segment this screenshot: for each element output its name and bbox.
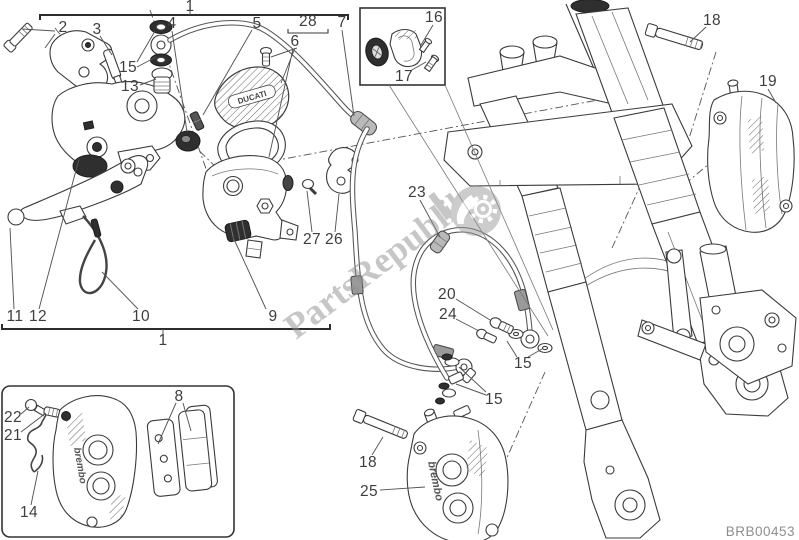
part-label-8: 8	[174, 388, 184, 405]
part-label-18-bottom: 18	[358, 454, 378, 471]
diaphragm-plug	[282, 175, 294, 191]
caliper-bolt-top	[644, 23, 704, 50]
brake-pads	[146, 404, 218, 497]
part-label-24: 24	[438, 306, 458, 323]
leader-lines	[9, 24, 777, 506]
part-label-1-top: 1	[185, 0, 195, 15]
inset-box-grommet	[359, 7, 554, 337]
part-label-22: 22	[3, 409, 23, 426]
group-bracket-top	[39, 11, 349, 20]
hose-sleeve-23	[429, 230, 451, 254]
part-label-18-top: 18	[702, 12, 722, 29]
part-label-19: 19	[758, 73, 778, 90]
part-label-1-bottom: 1	[158, 332, 168, 349]
part-label-10: 10	[131, 308, 151, 325]
caliper-bolt-bottom	[352, 408, 408, 439]
part-label-6: 6	[290, 33, 300, 50]
part-label-17: 17	[394, 68, 414, 85]
banjo-washer-stack	[149, 20, 205, 152]
watermark: PartsRepublik	[277, 180, 501, 346]
part-label-25: 25	[359, 483, 379, 500]
part-label-15-a: 15	[118, 59, 138, 76]
group-bracket-28	[287, 29, 329, 34]
fitting-24	[476, 328, 497, 344]
brake-caliper-left: brembo	[406, 408, 509, 540]
pad-spring	[26, 414, 47, 473]
part-label-14: 14	[19, 504, 39, 521]
part-label-9: 9	[268, 308, 278, 325]
brake-lever	[7, 155, 149, 226]
part-label-3: 3	[92, 21, 102, 38]
connector-pin	[189, 111, 205, 131]
reservoir-assembly: DUCATI	[202, 46, 359, 259]
part-label-20: 20	[437, 286, 457, 303]
part-label-16: 16	[424, 9, 444, 26]
watermark-logo	[451, 186, 501, 236]
part-label-26: 26	[324, 231, 344, 248]
part-label-11: 11	[6, 308, 24, 325]
footpeg-bracket	[637, 243, 797, 385]
part-label-12: 12	[28, 308, 48, 325]
part-label-15-b: 15	[513, 355, 533, 372]
part-label-27: 27	[302, 231, 322, 248]
group-bracket-bottom	[1, 324, 331, 335]
hose-23	[410, 227, 533, 381]
banjo-bolt-20	[489, 317, 514, 335]
part-label-15-c: 15	[484, 391, 504, 408]
part-label-4: 4	[167, 15, 177, 32]
clamp-bolt	[3, 22, 33, 53]
dust-boot	[72, 154, 108, 178]
master-cylinder-assembly	[3, 22, 186, 195]
inset-box-pads: brembo	[1, 385, 235, 538]
front-fork-assembly	[443, 0, 797, 539]
part-label-5: 5	[252, 15, 262, 32]
part-label-7: 7	[337, 14, 347, 31]
part-label-23: 23	[407, 184, 427, 201]
drawing-code: BRB00453	[725, 524, 795, 539]
part-label-21: 21	[3, 427, 23, 444]
switch-wire	[59, 205, 108, 295]
part-label-13: 13	[120, 78, 140, 95]
hose-sleeve-7	[350, 111, 377, 136]
gear-icon	[468, 194, 498, 224]
part-label-28: 28	[298, 13, 318, 30]
brake-caliper-right	[707, 79, 795, 233]
watermark-bar	[428, 192, 453, 221]
part-label-2: 2	[58, 19, 68, 36]
